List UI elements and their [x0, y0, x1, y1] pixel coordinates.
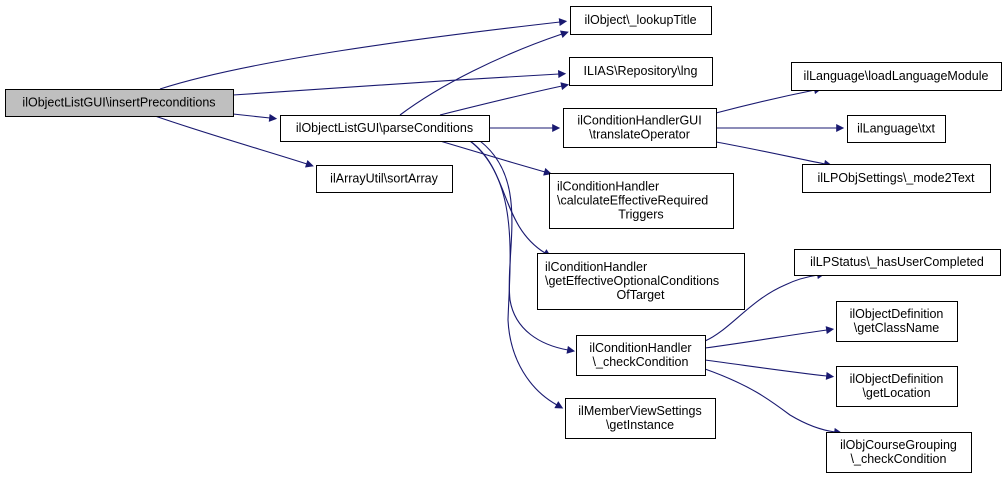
- node-box: [280, 115, 490, 142]
- node-label: \getEffectiveOptionalConditions: [545, 274, 719, 288]
- node-label: \calculateEffectiveRequired: [557, 194, 708, 208]
- node-label: ilObject\_lookupTitle: [584, 13, 696, 27]
- node-label: ilObjectDefinition: [850, 372, 944, 386]
- node-root[interactable]: ilObjectListGUI\insertPreconditions: [5, 89, 234, 117]
- edge-parseConditions-to-lng: [439, 82, 570, 116]
- node-label: \_checkCondition: [851, 452, 947, 466]
- node-getLocation[interactable]: ilObjectDefinition\getLocation: [836, 366, 958, 407]
- node-box: [5, 89, 234, 117]
- edge-root-to-lng: [232, 70, 567, 96]
- node-getInstance[interactable]: ilMemberViewSettings\getInstance: [565, 398, 716, 439]
- node-label: ilLPObjSettings\_mode2Text: [817, 171, 975, 185]
- node-txt[interactable]: ilLanguage\txt: [847, 115, 946, 143]
- node-label: ilConditionHandler: [557, 180, 659, 194]
- edge-checkCondition-to-getClassName: [704, 326, 835, 349]
- nodes-layer: ilObjectListGUI\insertPreconditions ilObj…: [5, 6, 1002, 473]
- node-label: ilConditionHandlerGUI: [577, 114, 701, 128]
- edge-root-to-parseConditions: [232, 113, 278, 122]
- node-label: \getClassName: [854, 321, 939, 335]
- node-box: [791, 62, 1002, 91]
- node-label: \getInstance: [606, 418, 674, 432]
- node-label: ilMemberViewSettings: [578, 404, 701, 418]
- edge-parseConditions-to-getInstance: [469, 140, 564, 409]
- node-label: \getLocation: [862, 386, 930, 400]
- node-label: ILIAS\Repository\lng: [584, 64, 698, 78]
- edge-root-to-sortArray: [154, 115, 314, 168]
- node-label: ilLPStatus\_hasUserCompleted: [810, 255, 984, 269]
- edge-translateOperator-to-loadLanguageModule: [715, 86, 823, 114]
- edge-parseConditions-to-lookupTitle: [399, 30, 569, 116]
- node-label: ilObjectListGUI\parseConditions: [296, 121, 473, 135]
- node-label: ilLanguage\loadLanguageModule: [804, 69, 989, 83]
- node-box: [836, 366, 958, 407]
- node-hasUserCompleted[interactable]: ilLPStatus\_hasUserCompleted: [794, 249, 1001, 276]
- edge-root-to-lookupTitle: [159, 18, 568, 90]
- edge-parseConditions-to-calcRequired: [439, 140, 552, 176]
- node-loadLanguageModule[interactable]: ilLanguage\loadLanguageModule: [791, 62, 1002, 91]
- node-calcRequired[interactable]: ilConditionHandler\calculateEffectiveReq…: [549, 173, 734, 229]
- node-translateOperator[interactable]: ilConditionHandlerGUI\translateOperator: [563, 108, 717, 148]
- node-parseConditions[interactable]: ilObjectListGUI\parseConditions: [280, 115, 490, 142]
- edge-parseConditions-to-checkCondition: [479, 140, 576, 354]
- node-box: [836, 301, 958, 342]
- node-box: [316, 165, 453, 193]
- edge-parseConditions-to-getOptional: [469, 140, 552, 257]
- node-lng[interactable]: ILIAS\Repository\lng: [569, 57, 713, 86]
- node-label: ilArrayUtil\sortArray: [330, 172, 438, 186]
- edge-checkCondition-to-getLocation: [704, 359, 835, 380]
- node-box: [570, 6, 712, 35]
- node-courseGrouping[interactable]: ilObjCourseGrouping\_checkCondition: [826, 432, 972, 473]
- node-box: [826, 432, 972, 473]
- edges-layer: [154, 18, 845, 436]
- node-label: \translateOperator: [589, 128, 690, 142]
- node-sortArray[interactable]: ilArrayUtil\sortArray: [316, 165, 453, 193]
- node-box: [576, 335, 706, 376]
- edge-checkCondition-to-hasUserCompleted: [704, 271, 826, 342]
- node-box: [794, 249, 1001, 276]
- node-label: ilConditionHandler: [545, 260, 647, 274]
- node-getOptional[interactable]: ilConditionHandler\getEffectiveOptionalC…: [537, 253, 745, 310]
- node-label: Triggers: [618, 208, 663, 222]
- node-box: [847, 115, 946, 143]
- node-label: OfTarget: [617, 288, 665, 302]
- node-box: [549, 173, 734, 229]
- node-box: [563, 108, 717, 148]
- node-label: ilObjectListGUI\insertPreconditions: [22, 96, 215, 110]
- node-box: [802, 164, 991, 193]
- node-label: ilObjectDefinition: [850, 307, 944, 321]
- node-mode2Text[interactable]: ilLPObjSettings\_mode2Text: [802, 164, 991, 193]
- node-label: ilConditionHandler: [589, 341, 691, 355]
- node-box: [565, 398, 716, 439]
- node-label: \_checkCondition: [593, 355, 689, 369]
- node-getClassName[interactable]: ilObjectDefinition\getClassName: [836, 301, 958, 342]
- node-box: [569, 57, 713, 86]
- edge-translateOperator-to-mode2Text: [715, 141, 833, 168]
- node-lookupTitle[interactable]: ilObject\_lookupTitle: [570, 6, 712, 35]
- node-label: ilObjCourseGrouping: [840, 438, 957, 452]
- node-checkCondition[interactable]: ilConditionHandler\_checkCondition: [576, 335, 706, 376]
- node-label: ilLanguage\txt: [857, 122, 935, 136]
- node-box: [537, 253, 745, 310]
- edge-checkCondition-to-courseGrouping: [704, 368, 843, 436]
